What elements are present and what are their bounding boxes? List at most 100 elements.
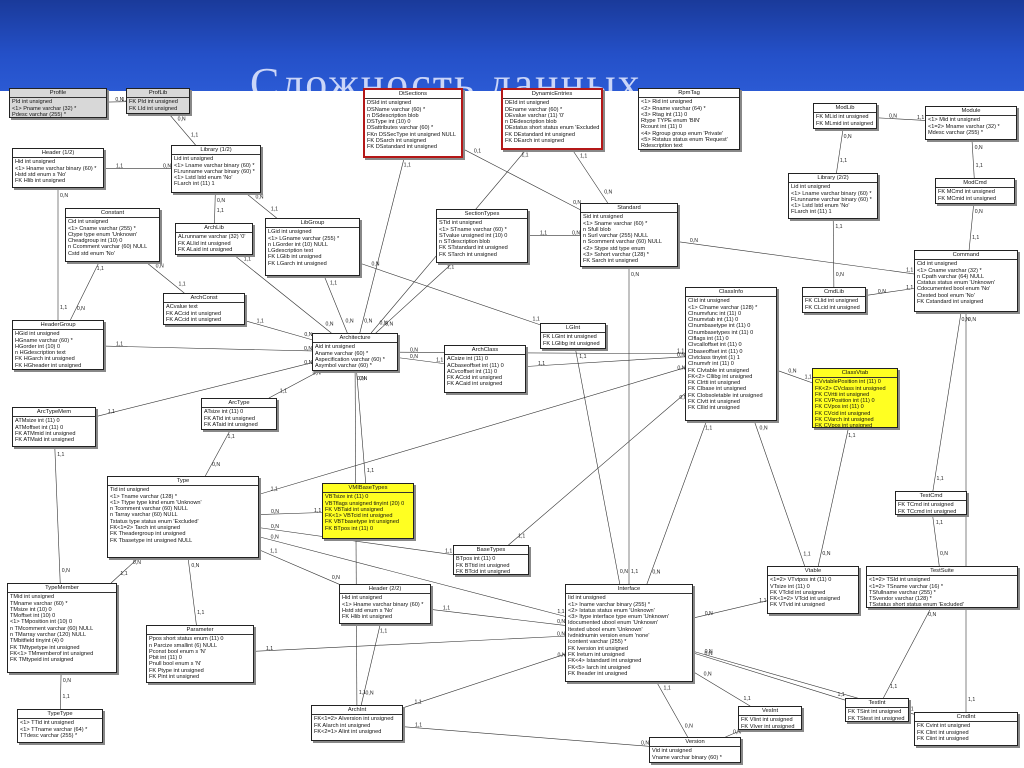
attribute-row: FK<4> Istandard int unsigned	[568, 658, 642, 665]
attribute-row: FK CVrtti int unsigned	[815, 391, 870, 398]
attribute-row: FK CVPosition int (11) 0	[815, 398, 875, 405]
attribute-row: FK ATaid int unsigned	[204, 421, 258, 428]
attribute-row: FK Iheader int unsigned	[568, 670, 628, 677]
multiplicity-label: 0,N	[620, 569, 628, 575]
multiplicity-label: 0,N	[844, 134, 852, 140]
attribute-row: Cstd std enum 'No'	[68, 250, 115, 257]
attribute-row: Itested ubool enum 'Unknown'	[568, 626, 643, 633]
attribute-row: <3> Itype interface type enum 'Unknown'	[568, 614, 670, 621]
relation-line	[70, 261, 100, 321]
entity-title: Module	[926, 107, 1016, 117]
attribute-row: <1> Hname varchar binary (60) *	[15, 165, 97, 172]
attribute-row: n LGorder int (10) NULL	[268, 241, 329, 248]
attribute-row: FK VTvid int unsigned	[770, 602, 825, 609]
multiplicity-label: 1,1	[631, 569, 638, 575]
multiplicity-label: 1,1	[580, 153, 587, 159]
relation-line	[677, 241, 915, 275]
attribute-row: FK LGint int unsigned	[543, 334, 597, 341]
attribute-row: FK<1=2> AIversion int unsigned	[314, 716, 394, 723]
attribute-row: CInumvtab int (11) 0	[688, 317, 739, 324]
attribute-row: FK BTcid int unsigned	[456, 568, 511, 575]
relation-line	[360, 623, 381, 706]
entity-title: Header (2/2)	[340, 585, 430, 595]
multiplicity-label: 1,1	[538, 361, 545, 367]
attribute-row: FK Cvint int unsigned	[917, 723, 971, 730]
attribute-row: FK CIbase int unsigned	[688, 386, 747, 393]
multiplicity-label: 0,N	[191, 563, 199, 569]
attribute-row: TSvendor varchar (128) *	[869, 596, 932, 603]
attribute-row: FK TSint int unsigned	[848, 709, 902, 716]
multiplicity-label: 0,N	[822, 551, 830, 557]
entity-title: DynamicEntries	[503, 90, 601, 100]
multiplicity-label: 0,N	[410, 347, 418, 353]
attribute-row: TMsize int (10) 0	[10, 606, 52, 613]
entity-title: SectionTypes	[437, 210, 527, 220]
entity-attributes: Lid int unsigned<1> Lname varchar binary…	[172, 155, 260, 188]
attribute-row: TSfullname varchar (255) *	[869, 589, 936, 596]
attribute-row: FK ATid int unsigned	[204, 415, 255, 422]
multiplicity-label: 0,N	[705, 651, 713, 657]
attribute-row: LGdescription text	[268, 248, 314, 255]
multiplicity-label: 0,N	[77, 306, 85, 312]
attribute-row: FK AIarch int unsigned	[314, 722, 371, 729]
multiplicity-label: 0,N	[156, 263, 164, 269]
entity-title: ArchClass	[445, 346, 525, 356]
multiplicity-label: 1,1	[120, 571, 127, 577]
attribute-row: FK VIver int unsigned	[741, 723, 795, 730]
multiplicity-label: 0,N	[975, 145, 983, 151]
multiplicity-label: 1,1	[837, 692, 844, 698]
attribute-row: FK Tbasetype int unsigned NULL	[110, 537, 193, 544]
attribute-row: <1> CIname varchar (128) *	[688, 304, 758, 311]
multiplicity-label: 0,N	[385, 321, 393, 327]
attribute-row: FK BTpos int (11) 0	[325, 525, 374, 532]
entity-title: Vtable	[768, 567, 858, 577]
attribute-row: FK CIobsoletable int unsigned	[688, 392, 763, 399]
entity-title: Command	[915, 251, 1017, 261]
relation-line	[397, 351, 686, 355]
multiplicity-label: 0,N	[325, 322, 333, 328]
attribute-row: Aspecification varchar (60) *	[315, 356, 385, 363]
relation-line	[932, 311, 962, 492]
multiplicity-label: 1,1	[57, 452, 64, 458]
attribute-row: <1> Ttype type kind enum 'Unknown'	[110, 499, 202, 506]
entity-attributes: CIid int unsigned<1> CIname varchar (128…	[686, 297, 776, 412]
entity-title: LGInt	[541, 324, 605, 334]
multiplicity-label: 0,N	[364, 318, 372, 324]
attribute-row: <1=2> TSname varchar (16) *	[869, 583, 944, 590]
multiplicity-label: 1,1	[968, 697, 975, 703]
multiplicity-label: 1,1	[803, 552, 810, 558]
multiplicity-label: 1,1	[116, 163, 123, 169]
attribute-row: FK Ciint int unsigned	[917, 735, 969, 742]
entity-typetype: TypeType<1> TTid int unsigned<1> TTname …	[17, 709, 103, 743]
entity-title: ClassVtab	[813, 369, 897, 379]
attribute-row: Hid int unsigned	[342, 595, 383, 602]
relation-line	[508, 393, 686, 546]
attribute-row: FK ATMaid int unsigned	[15, 437, 74, 444]
attribute-row: FK CVpos int unsigned	[815, 423, 873, 428]
multiplicity-label: 0,N	[705, 649, 713, 655]
attribute-row: <5> Rstatus status enum 'Request'	[641, 137, 728, 144]
attribute-row: FK CVpos int (11) 0	[815, 404, 864, 411]
multiplicity-label: 0,N	[271, 524, 279, 530]
attribute-row: VBTsize int (11) 0	[325, 494, 369, 501]
multiplicity-label: 1,1	[533, 316, 540, 322]
relation-line	[110, 557, 139, 584]
attribute-row: Vname varchar binary (60) *	[652, 754, 722, 761]
multiplicity-label: 1,1	[835, 224, 842, 230]
multiplicity-label: 0,N	[212, 462, 220, 468]
attribute-row: VTsize int (11) 0	[770, 583, 810, 590]
attribute-row: Vid int unsigned	[652, 748, 692, 755]
